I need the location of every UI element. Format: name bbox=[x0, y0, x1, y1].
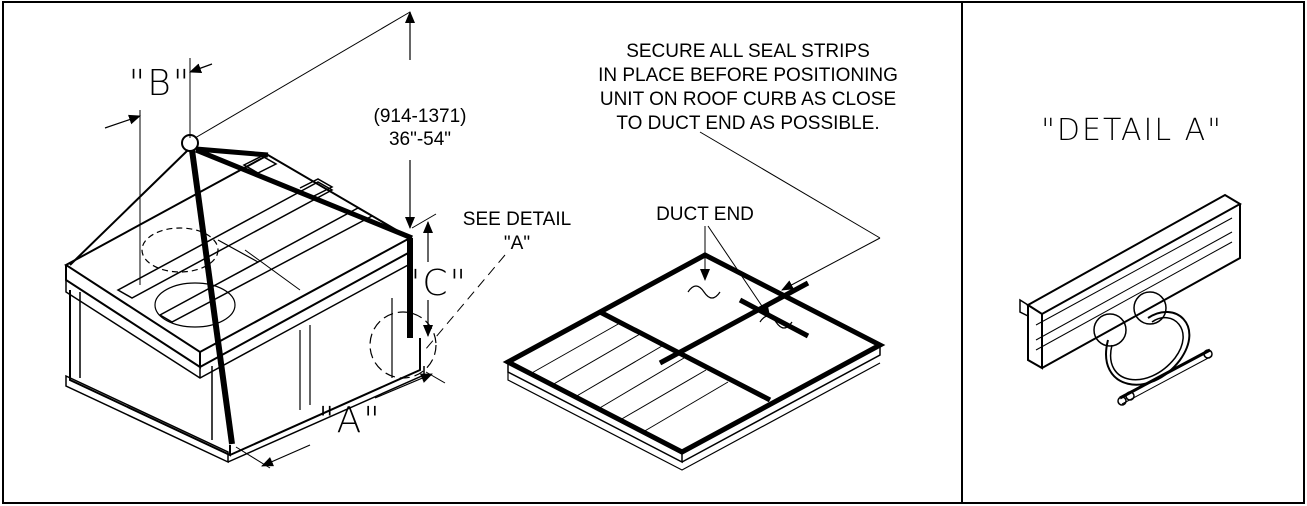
dimension-b: "B" bbox=[104, 58, 213, 285]
height-mm-label: (914-1371) bbox=[374, 106, 467, 127]
height-in-label: 36"-54" bbox=[389, 129, 451, 150]
note-line4: TO DUCT END AS POSSIBLE. bbox=[616, 113, 879, 134]
dim-b-label: "B" bbox=[129, 63, 192, 104]
rooftop-unit bbox=[64, 11, 437, 464]
installation-note: SECURE ALL SEAL STRIPS IN PLACE BEFORE P… bbox=[598, 41, 898, 291]
note-line1: SECURE ALL SEAL STRIPS bbox=[626, 41, 870, 62]
dim-c-label: "C" bbox=[404, 263, 468, 304]
duct-end-label: DUCT END bbox=[656, 204, 754, 225]
see-detail-line1: SEE DETAIL bbox=[463, 209, 571, 230]
note-line2: IN PLACE BEFORE POSITIONING bbox=[598, 65, 898, 86]
detail-title: "DETAIL A" bbox=[1041, 113, 1223, 148]
detail-a: "DETAIL A" bbox=[1019, 113, 1242, 406]
dimension-a: "A" bbox=[235, 371, 446, 469]
dim-a-label: "A" bbox=[318, 400, 382, 441]
see-detail-callout: SEE DETAIL "A" bbox=[424, 209, 571, 351]
see-detail-line2: "A" bbox=[504, 233, 530, 254]
note-line3: UNIT ON ROOF CURB AS CLOSE bbox=[600, 89, 896, 110]
roof-curb: DUCT END bbox=[502, 204, 886, 471]
height-dimension: (914-1371) 36"-54" bbox=[374, 11, 467, 229]
dimension-c: "C" bbox=[404, 213, 468, 337]
